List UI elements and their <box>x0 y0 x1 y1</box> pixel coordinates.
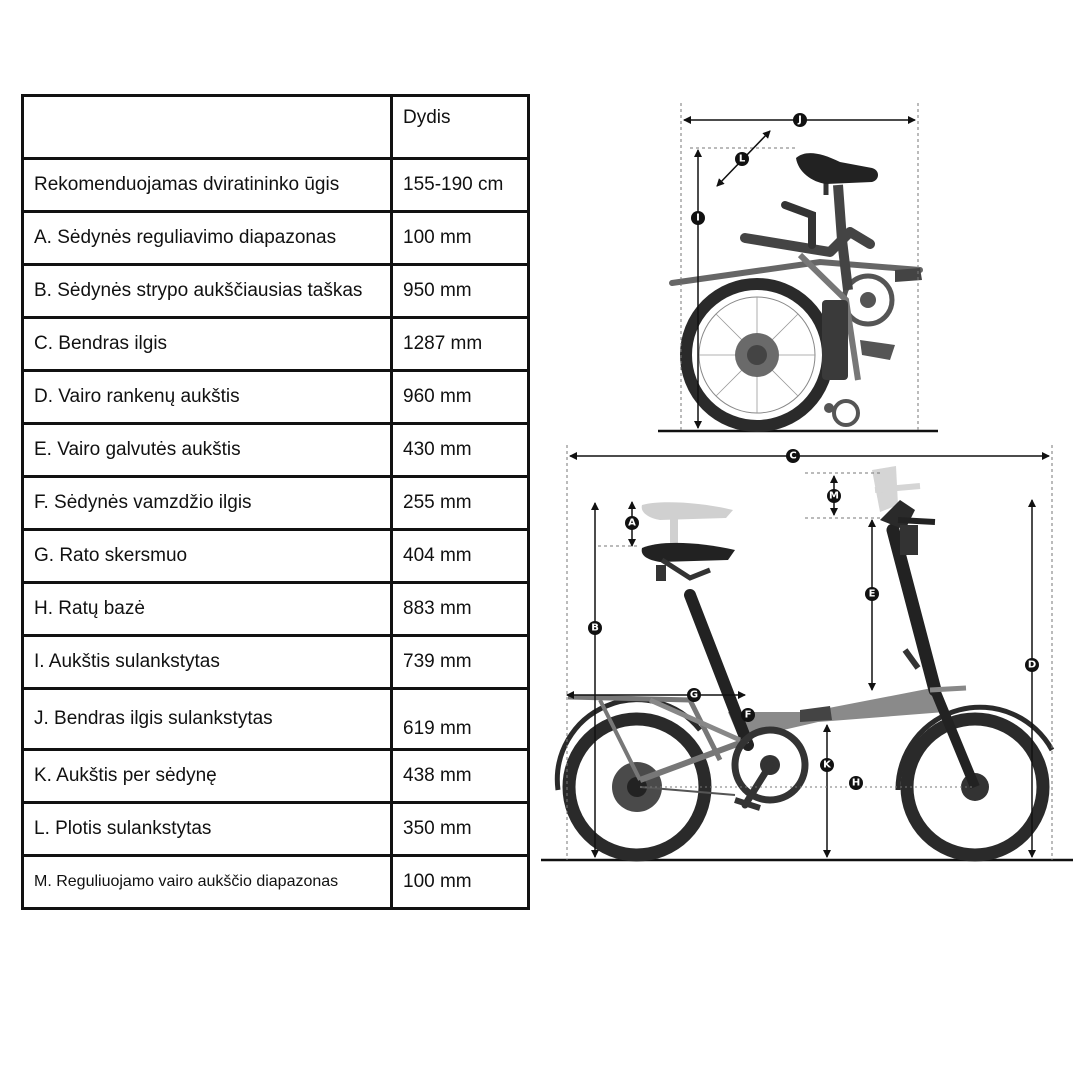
table-header-row: Dydis <box>21 94 530 160</box>
svg-text:A: A <box>628 518 636 529</box>
row-label: E. Vairo galvutės aukštis <box>21 422 393 478</box>
marker-m: M <box>827 489 841 503</box>
unfolded-bike-illustration <box>541 466 1073 862</box>
row-value: 950 mm <box>390 263 530 319</box>
row-value: 619 mm <box>390 687 530 751</box>
folded-bike-illustration <box>658 153 938 433</box>
header-label-cell <box>21 94 393 160</box>
row-label: B. Sėdynės strypo aukščiausias taškas <box>21 263 393 319</box>
table-row: M. Reguliuojamo vairo aukščio diapazonas… <box>21 854 530 910</box>
row-label: I. Aukštis sulankstytas <box>21 634 393 690</box>
svg-text:M: M <box>829 491 839 502</box>
header-size-cell: Dydis <box>390 94 530 160</box>
row-label: H. Ratų bazė <box>21 581 393 637</box>
row-label: A. Sėdynės reguliavimo diapazonas <box>21 210 393 266</box>
svg-text:B: B <box>591 623 599 634</box>
marker-e: E <box>865 587 879 601</box>
row-value: 438 mm <box>390 748 530 804</box>
dimension-markers: A B C D E F G H I J K L M <box>588 113 1039 790</box>
svg-text:L: L <box>739 154 746 165</box>
marker-h: H <box>849 776 863 790</box>
svg-text:E: E <box>869 589 876 600</box>
row-value: 1287 mm <box>390 316 530 372</box>
row-value: 100 mm <box>390 854 530 910</box>
row-label: J. Bendras ilgis sulankstytas <box>21 687 393 751</box>
marker-c: C <box>786 449 800 463</box>
row-value: 404 mm <box>390 528 530 584</box>
marker-a: A <box>625 516 639 530</box>
svg-text:I: I <box>696 213 700 224</box>
marker-d: D <box>1025 658 1039 672</box>
row-label: Rekomenduojamas dviratininko ūgis <box>21 157 393 213</box>
row-label: M. Reguliuojamo vairo aukščio diapazonas <box>21 854 393 910</box>
marker-f: F <box>741 708 755 722</box>
unfolded-dimension-lines <box>566 445 1053 860</box>
svg-text:D: D <box>1028 660 1036 671</box>
marker-g: G <box>687 688 701 702</box>
svg-text:H: H <box>852 778 860 789</box>
row-label: L. Plotis sulankstytas <box>21 801 393 857</box>
marker-i: I <box>691 211 705 225</box>
row-value: 155-190 cm <box>390 157 530 213</box>
row-value: 255 mm <box>390 475 530 531</box>
row-label: C. Bendras ilgis <box>21 316 393 372</box>
row-value: 100 mm <box>390 210 530 266</box>
row-value: 430 mm <box>390 422 530 478</box>
row-value: 883 mm <box>390 581 530 637</box>
row-label: D. Vairo rankenų aukštis <box>21 369 393 425</box>
svg-text:C: C <box>789 451 796 462</box>
marker-b: B <box>588 621 602 635</box>
row-label: F. Sėdynės vamzdžio ilgis <box>21 475 393 531</box>
svg-text:G: G <box>690 690 698 701</box>
row-value: 739 mm <box>390 634 530 690</box>
svg-text:J: J <box>797 115 802 126</box>
row-label: K. Aukštis per sėdynę <box>21 748 393 804</box>
svg-text:F: F <box>745 710 752 721</box>
svg-text:K: K <box>823 760 832 771</box>
row-label: G. Rato skersmuo <box>21 528 393 584</box>
row-value: 350 mm <box>390 801 530 857</box>
marker-k: K <box>820 758 834 772</box>
bike-dimension-diagram: A B C D E F G H I J K L M <box>541 103 1073 862</box>
marker-l: L <box>735 152 749 166</box>
marker-j: J <box>793 113 807 127</box>
row-value: 960 mm <box>390 369 530 425</box>
